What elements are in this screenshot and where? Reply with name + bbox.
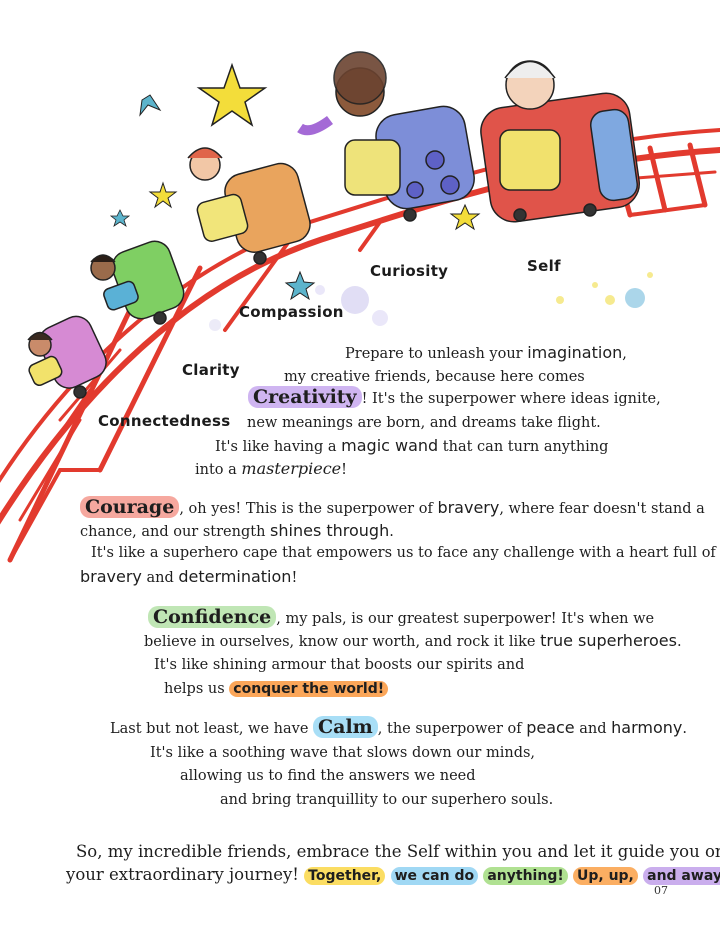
text-line: allowing us to find the answers we need bbox=[180, 768, 476, 784]
text-line: bravery and determination! bbox=[80, 567, 298, 586]
anything-pill: anything! bbox=[483, 867, 568, 885]
paint-splatter bbox=[209, 272, 653, 331]
text-line: my creative friends, because here comes bbox=[284, 369, 585, 385]
label-connectedness: Connectedness bbox=[98, 412, 231, 430]
label-compassion: Compassion bbox=[239, 303, 344, 321]
creativity-highlight: Creativity bbox=[248, 386, 362, 408]
text-line: So, my incredible friends, embrace the S… bbox=[76, 842, 720, 861]
text-line: It's like a soothing wave that slows dow… bbox=[150, 745, 536, 761]
stars bbox=[109, 62, 481, 301]
up-up-pill: Up, up, bbox=[572, 867, 638, 885]
label-curiosity: Curiosity bbox=[370, 262, 449, 280]
together-pill: Together, bbox=[304, 867, 386, 885]
text-line: It's like a superhero cape that empowers… bbox=[91, 545, 716, 561]
we-can-do-pill: we can do bbox=[390, 867, 479, 885]
text-line: believe in ourselves, know our worth, an… bbox=[144, 631, 682, 650]
text-line: and bring tranquillity to our superhero … bbox=[220, 792, 554, 808]
coaster-cars bbox=[27, 51, 640, 399]
text-line: Creativity! It's the superpower where id… bbox=[248, 386, 661, 409]
page-number: 07 bbox=[654, 884, 668, 897]
label-self: Self bbox=[527, 257, 561, 275]
courage-highlight: Courage bbox=[80, 496, 180, 518]
label-clarity: Clarity bbox=[182, 361, 240, 379]
and-away-pill: and away! bbox=[643, 867, 720, 885]
text-line: your extraordinary journey! Together, we… bbox=[66, 863, 720, 888]
text-line: Last but not least, we have Calm, the su… bbox=[110, 716, 687, 738]
text-line: Prepare to unleash your imagination, bbox=[345, 343, 627, 362]
text-line: into a masterpiece! bbox=[195, 459, 347, 478]
text-line: chance, and our strength shines through. bbox=[80, 521, 394, 540]
text-line: It's like shining armour that boosts our… bbox=[154, 657, 525, 673]
text-line: Courage, oh yes! This is the superpower … bbox=[80, 496, 705, 519]
text-line: new meanings are born, and dreams take f… bbox=[247, 415, 601, 431]
text-line: It's like having a magic wand that can t… bbox=[215, 436, 609, 455]
confidence-highlight: Confidence bbox=[148, 606, 277, 628]
calm-highlight: Calm bbox=[313, 716, 378, 738]
conquer-highlight: conquer the world! bbox=[229, 681, 389, 697]
text-line: Confidence, my pals, is our greatest sup… bbox=[148, 606, 654, 629]
text-line: helps us conquer the world! bbox=[164, 679, 389, 699]
